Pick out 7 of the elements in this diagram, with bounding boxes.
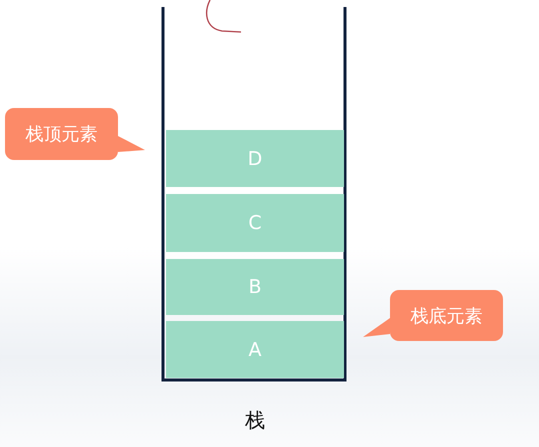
stack-element: A (166, 321, 344, 378)
stack-element: C (166, 194, 344, 252)
callout-text: 栈顶元素 (26, 123, 98, 146)
stack-element: B (166, 259, 344, 315)
callout-text: 栈底元素 (410, 304, 482, 328)
stack-element: D (166, 130, 344, 187)
stack-caption: 栈 (244, 407, 266, 434)
